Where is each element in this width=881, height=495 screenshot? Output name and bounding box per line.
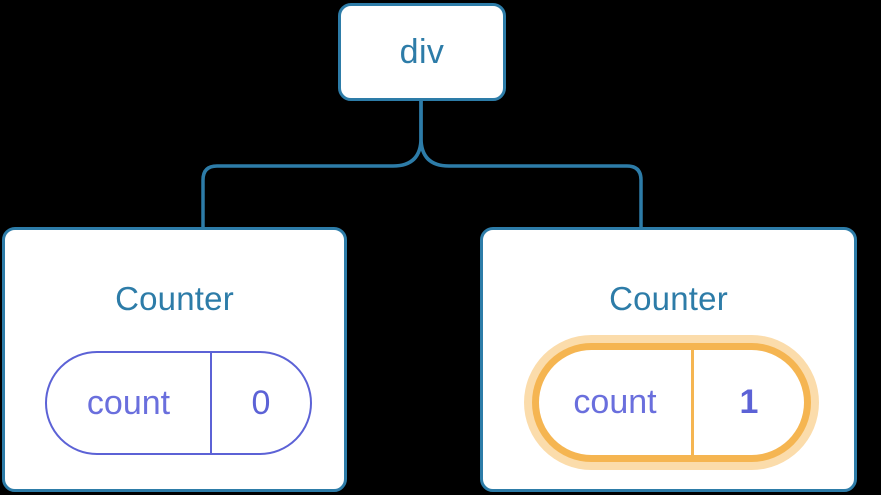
state-key-label: count xyxy=(539,350,694,455)
state-pill-left[interactable]: count 0 xyxy=(45,351,312,455)
counter-left-title: Counter xyxy=(115,280,234,317)
root-node-label: div xyxy=(399,32,445,71)
node-root-div[interactable]: div xyxy=(338,3,506,101)
state-pill-right-body: count 1 xyxy=(539,350,804,455)
state-value-label: 0 xyxy=(251,383,271,422)
state-pill-right-highlighted[interactable]: count 1 xyxy=(524,335,819,470)
node-counter-left[interactable]: Counter count 0 xyxy=(2,227,347,492)
node-counter-right[interactable]: Counter count 1 xyxy=(480,227,857,492)
counter-right-title: Counter xyxy=(609,280,728,317)
state-key-label: count xyxy=(47,353,212,453)
state-value-label: 1 xyxy=(739,383,759,421)
